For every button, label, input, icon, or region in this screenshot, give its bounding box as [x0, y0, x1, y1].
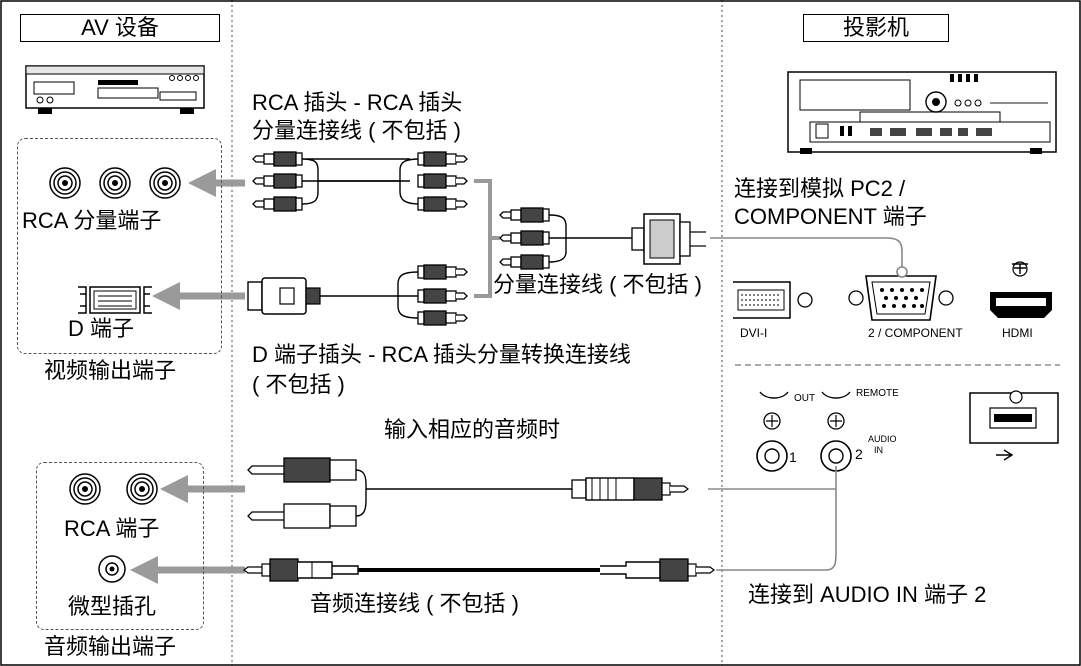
port-2-label: 2 [855, 446, 863, 462]
dvi-port [733, 281, 813, 319]
remote-label: REMOTE [856, 388, 899, 399]
rca-terminal-label: RCA 端子 [64, 516, 160, 541]
audio-input-hint-label: 输入相应的音频时 [384, 417, 561, 442]
d-terminal-label: D 端子 [68, 316, 135, 341]
d-rca-label-2: ( 不包括 ) [252, 372, 345, 397]
d-terminal-jack [78, 286, 152, 314]
video-output-terminal-label: 视频输出端子 [44, 358, 177, 383]
projector-header: 投影机 [803, 14, 949, 42]
audio-label: AUDIO [868, 434, 897, 444]
d-rca-cable [247, 264, 468, 326]
signal-arrows [130, 169, 245, 584]
component-port [848, 266, 954, 321]
port-1-label: 1 [789, 449, 797, 465]
mini-jack-icon [98, 555, 126, 583]
rca-component-terminal-label: RCA 分量端子 [22, 208, 162, 233]
audio-output-group [36, 462, 204, 630]
component-cable-label: 分量连接线 ( 不包括 ) [493, 272, 702, 297]
connect-audio-in-label: 连接到 AUDIO IN 端子 2 [748, 582, 987, 607]
connect-pc2-label-2: COMPONENT 端子 [734, 204, 927, 229]
rca-rca-label-2: 分量连接线 ( 不包括 ) [252, 118, 461, 143]
in-label: IN [874, 445, 883, 455]
usb-port [969, 390, 1059, 461]
hdmi-port [990, 261, 1052, 318]
audio-output-terminal-label: 音频输出端子 [44, 634, 177, 659]
audio-cable-label: 音频连接线 ( 不包括 ) [310, 591, 519, 616]
projector-icon [787, 71, 1057, 154]
bracket-connector [474, 179, 500, 298]
video-output-group [17, 138, 222, 354]
d-rca-label-1: D 端子插头 - RCA 插头分量转换连接线 [252, 342, 631, 367]
out-label: OUT [794, 393, 816, 404]
dvi-label: DVI-I [740, 326, 768, 340]
hdmi-label: HDMI [1002, 326, 1033, 340]
rca-rca-label-1: RCA 插头 - RCA 插头 [252, 90, 463, 115]
component-cable [499, 207, 903, 272]
av-device-header: AV 设备 [20, 14, 220, 42]
mini-jack-label: 微型插孔 [68, 594, 157, 619]
rca-rca-cable [252, 151, 468, 212]
av-device-icon [25, 65, 205, 114]
connect-pc2-label-1: 连接到模拟 PC2 / [734, 176, 906, 201]
audio-panel [756, 391, 852, 472]
audio-rca-cable [247, 457, 836, 529]
component-label: 2 / COMPONENT [868, 326, 963, 340]
audio-mini-cable [243, 466, 837, 582]
